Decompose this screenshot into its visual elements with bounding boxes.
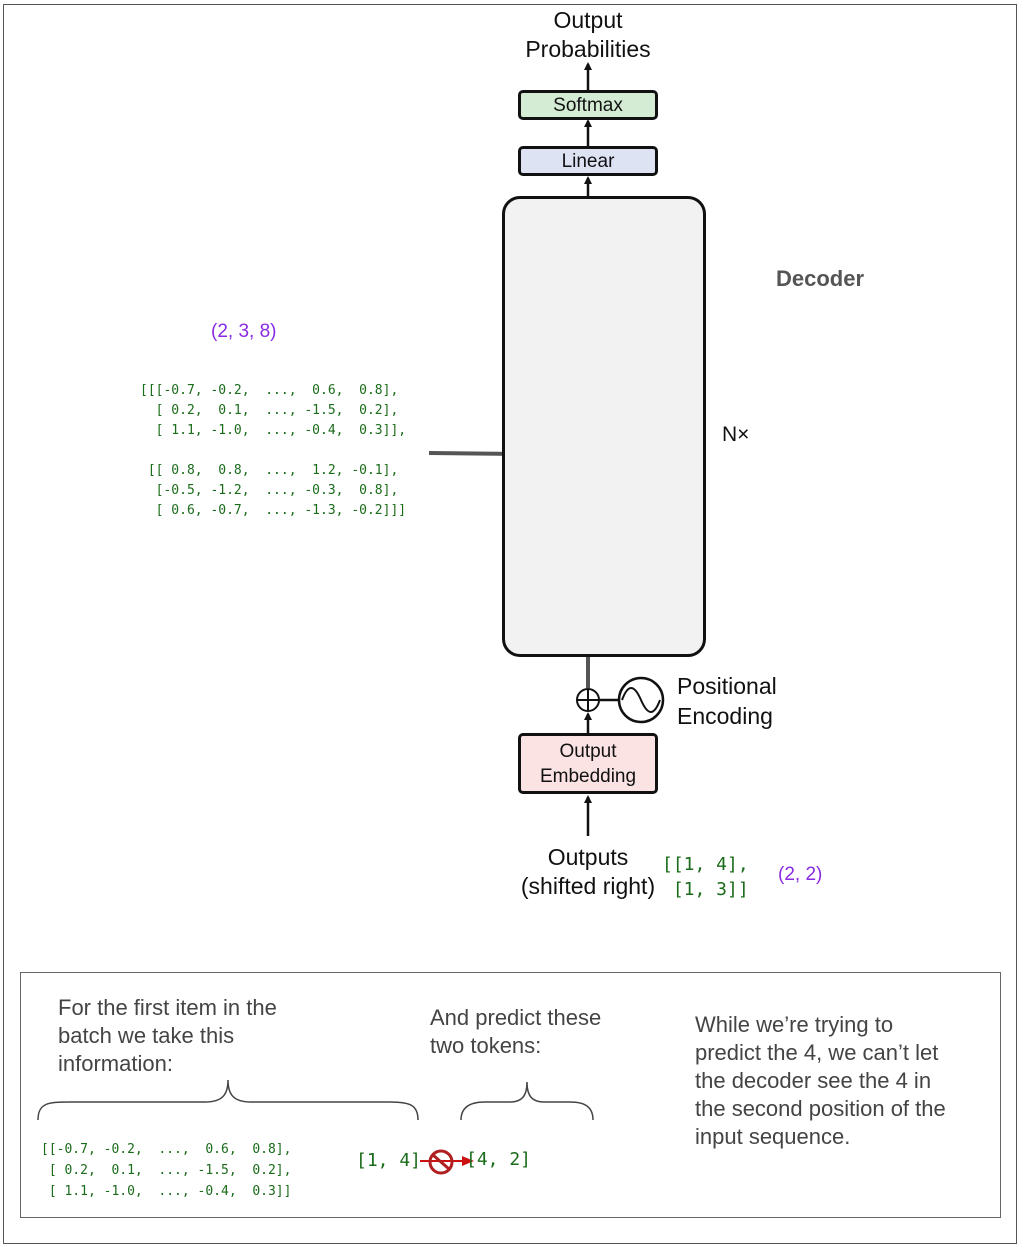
arrow-encoder-memory	[428, 451, 516, 456]
linear-box: Linear	[518, 146, 658, 176]
predicted-tokens: [4, 2]	[466, 1149, 532, 1170]
first-item-text: For the first item in the batch we take …	[58, 995, 277, 1076]
softmax-box: Softmax	[518, 90, 658, 120]
softmax-label: Softmax	[553, 94, 623, 116]
positional-encoding-label: Positional Encoding	[677, 673, 777, 729]
outputs-label: Outputs (shifted right)	[520, 844, 656, 899]
brace-predict	[460, 1081, 594, 1121]
predict-text: And predict these two tokens:	[430, 1005, 602, 1058]
no-entry-icon	[428, 1149, 454, 1175]
output-embedding-label: Output Embedding	[539, 740, 637, 787]
output-embedding-box: Output Embedding	[518, 733, 658, 794]
brace-first-item	[37, 1079, 419, 1121]
encoder-tensor: [[[-0.7, -0.2, ..., 0.6, 0.8], [ 0.2, 0.…	[140, 383, 407, 518]
input-tokens: [1, 4]	[356, 1150, 422, 1171]
nx-label: N×	[722, 423, 750, 446]
output-probabilities-label: Output Probabilities	[525, 7, 651, 62]
first-item-tensor: [[-0.7, -0.2, ..., 0.6, 0.8], [ 0.2, 0.1…	[41, 1142, 292, 1199]
outputs-tensor: [[1, 4], [1, 3]]	[662, 854, 749, 900]
outputs-shape: (2, 2)	[778, 864, 823, 885]
encoder-shape: (2, 3, 8)	[211, 321, 277, 342]
decoder-stack-box	[502, 196, 706, 657]
figure-frame	[3, 4, 1017, 1244]
masking-note-panel	[20, 972, 1001, 1218]
explanation-text: While we’re trying to predict the 4, we …	[695, 1012, 946, 1149]
decoder-title: Decoder	[776, 266, 865, 291]
linear-label: Linear	[561, 150, 615, 172]
